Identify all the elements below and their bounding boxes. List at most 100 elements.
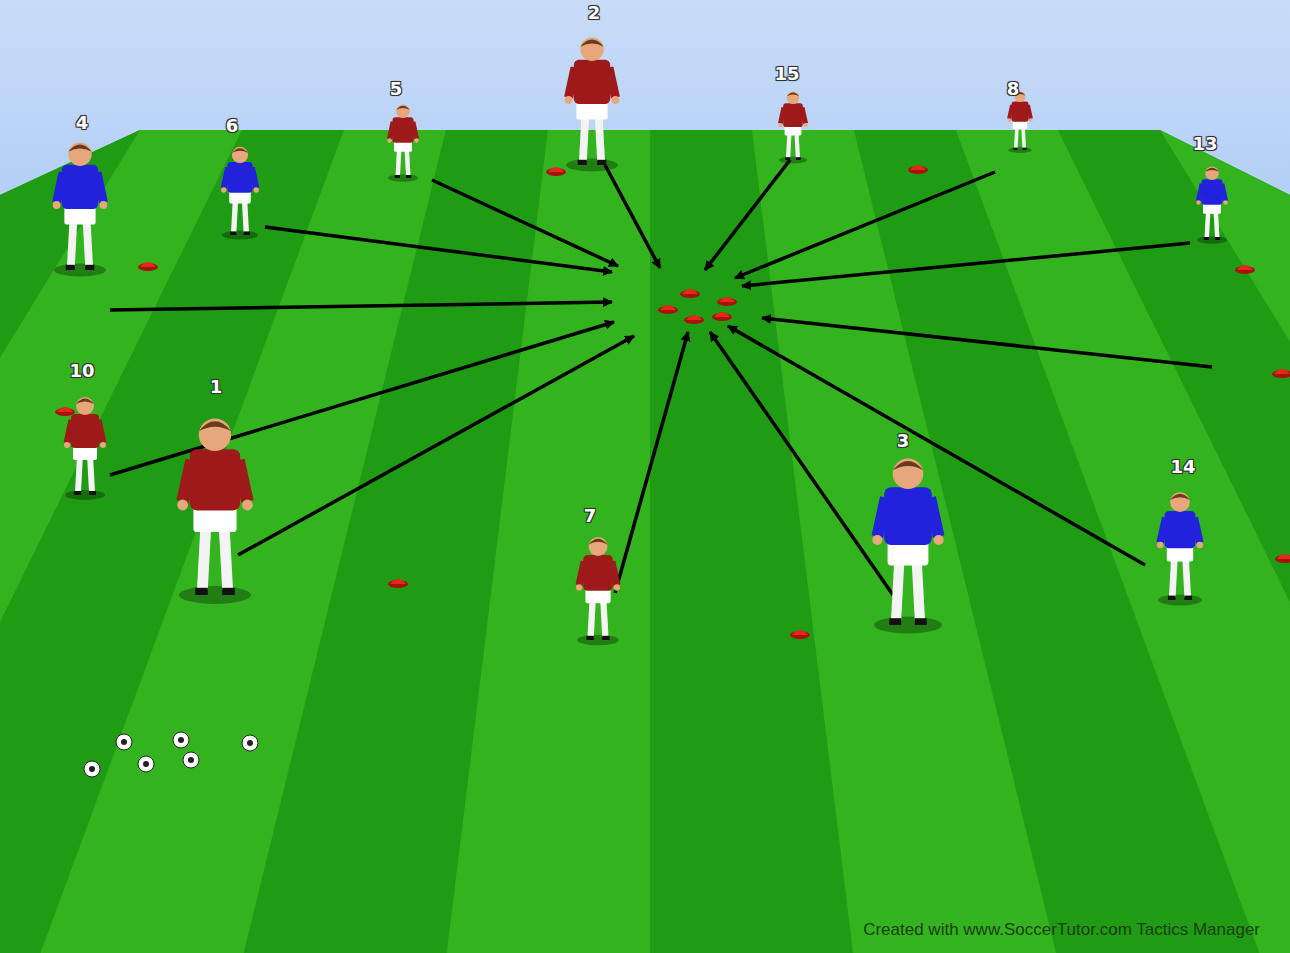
run-arrow xyxy=(265,227,612,272)
player-number: 5 xyxy=(390,78,403,99)
player-boot xyxy=(1204,237,1209,240)
player-leg xyxy=(87,218,90,266)
run-arrow xyxy=(110,322,614,475)
player-leg xyxy=(202,523,206,590)
player-hand xyxy=(387,138,392,143)
run-arrow xyxy=(110,302,612,310)
cone-base xyxy=(55,408,75,416)
cone-base xyxy=(717,298,737,306)
player-number: 7 xyxy=(584,505,597,526)
player-leg xyxy=(603,598,605,637)
run-arrow xyxy=(710,332,893,595)
player-number: 10 xyxy=(69,360,94,381)
ball-patch xyxy=(188,757,194,763)
player-hand xyxy=(1029,118,1033,122)
player-boot xyxy=(195,588,208,595)
player-hand xyxy=(1157,542,1164,549)
player-shirt xyxy=(190,449,240,510)
player-boot xyxy=(395,175,400,178)
player-leg xyxy=(1023,126,1024,148)
player-leg xyxy=(224,523,228,590)
ball xyxy=(183,752,199,768)
player-hand xyxy=(177,500,188,511)
player-leg xyxy=(896,557,899,620)
player-boot xyxy=(889,618,901,625)
watermark: Created with www.SoccerTutor.com Tactics… xyxy=(863,920,1260,940)
player-leg xyxy=(1172,556,1174,597)
cone-top xyxy=(719,297,735,302)
player-leg xyxy=(90,455,92,492)
player-boot xyxy=(89,491,96,495)
player-boot xyxy=(586,636,593,640)
player-boot xyxy=(796,157,801,160)
player-leg xyxy=(797,132,798,158)
run-arrow xyxy=(728,326,1145,565)
player-hair xyxy=(68,145,91,152)
player-boot xyxy=(406,175,411,178)
player-hand xyxy=(64,442,70,448)
ball xyxy=(116,734,132,750)
cone-top xyxy=(140,262,156,267)
run-arrow xyxy=(605,165,660,268)
player-hand xyxy=(576,584,582,590)
player-figure xyxy=(177,419,253,604)
player-hand xyxy=(221,187,226,192)
player-figure xyxy=(565,38,620,172)
player-hand xyxy=(934,535,944,545)
player-hair xyxy=(396,106,410,110)
cone-top xyxy=(1237,265,1253,270)
player-boot xyxy=(785,157,790,160)
player-leg xyxy=(71,218,74,266)
player-leg xyxy=(917,557,920,620)
player-shadow xyxy=(388,174,418,182)
player-leg xyxy=(407,148,409,176)
player-shirt xyxy=(1202,179,1223,205)
player-head xyxy=(1205,167,1219,181)
player-leg xyxy=(1016,126,1017,148)
player-shadow xyxy=(577,635,619,646)
player-boot xyxy=(578,160,587,165)
player-figure xyxy=(387,105,419,182)
run-arrow xyxy=(238,336,634,555)
player-number: 2 xyxy=(588,2,601,23)
player-leg xyxy=(1207,210,1209,238)
balls xyxy=(84,732,258,777)
cone-base xyxy=(908,166,928,174)
player-boot xyxy=(1184,596,1192,600)
player-shirt xyxy=(71,414,99,448)
player-boot xyxy=(74,491,81,495)
player-boot xyxy=(1215,237,1220,240)
player-shadow xyxy=(65,490,105,500)
run-arrows xyxy=(110,160,1212,595)
player-figure xyxy=(1007,91,1032,153)
cone-top xyxy=(1277,554,1290,559)
player-hand xyxy=(614,584,620,590)
player-hand xyxy=(612,96,620,104)
cone-top xyxy=(686,315,702,320)
player-shadow xyxy=(1158,595,1202,606)
player-head xyxy=(589,537,608,556)
player-hair xyxy=(76,399,94,405)
player-shirt xyxy=(393,117,414,143)
ball xyxy=(84,761,100,777)
player-hand xyxy=(242,500,253,511)
player-boot xyxy=(1168,596,1176,600)
run-arrow xyxy=(742,243,1190,286)
pitch-stripe xyxy=(1262,130,1290,953)
player-boot xyxy=(85,265,94,270)
players xyxy=(53,38,1228,646)
run-arrow xyxy=(762,318,1212,367)
player-boot xyxy=(230,231,236,235)
player-hair xyxy=(787,92,800,96)
player-number: 4 xyxy=(76,112,89,133)
player-head xyxy=(76,397,94,415)
player-shadow xyxy=(779,157,807,164)
run-arrow xyxy=(735,172,995,278)
cone-top xyxy=(660,305,676,310)
ball-patch xyxy=(247,740,253,746)
player-hand xyxy=(1196,200,1201,205)
player-hair xyxy=(893,461,924,470)
player-hand xyxy=(414,138,419,143)
